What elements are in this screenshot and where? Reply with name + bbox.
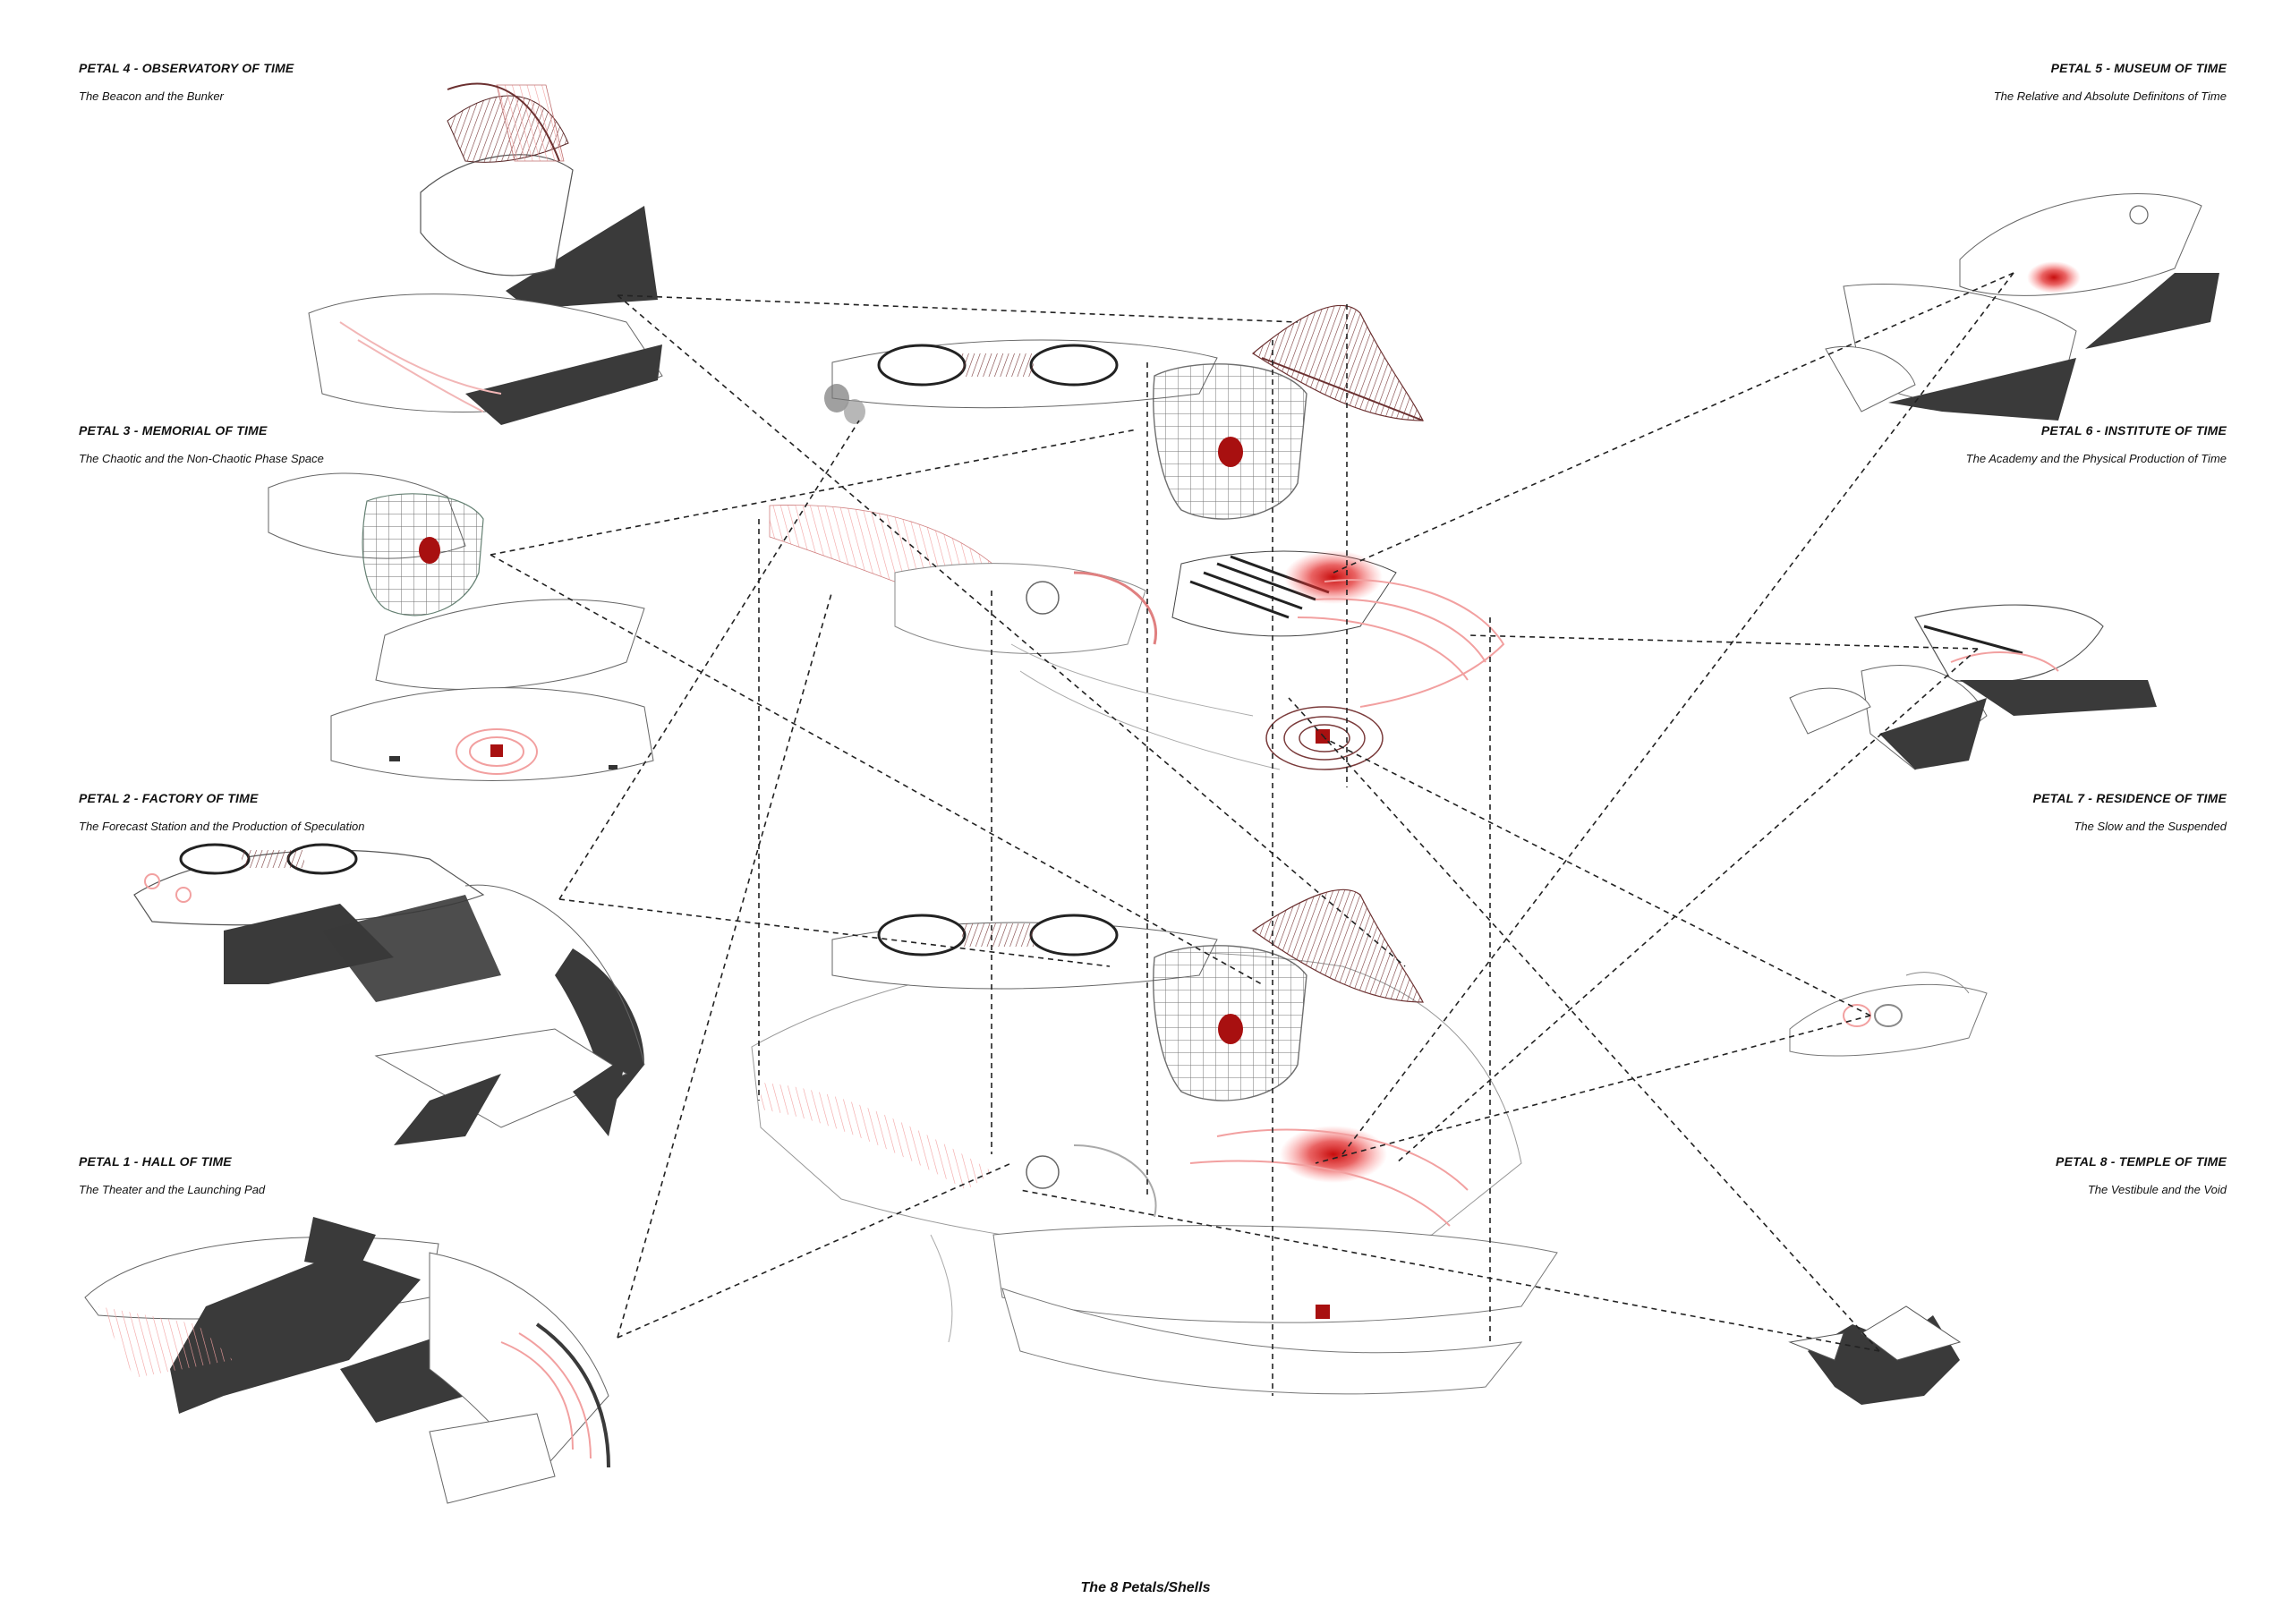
petal-1-title: PETAL 1 - HALL OF TIME (79, 1154, 232, 1169)
petal-6-drawing (1789, 604, 2157, 770)
petal-5-label: PETAL 5 - MUSEUM OF TIME The Relative an… (1994, 61, 2227, 103)
petal-5-subtitle: The Relative and Absolute Definitons of … (1993, 89, 2227, 103)
figure-caption: The 8 Petals/Shells (1080, 1580, 1211, 1595)
petal-3-title: PETAL 3 - MEMORIAL OF TIME (79, 423, 268, 438)
petal-2-label: PETAL 2 - FACTORY OF TIME The Forecast S… (79, 791, 364, 833)
petal-5-title: PETAL 5 - MUSEUM OF TIME (2050, 61, 2227, 75)
petal-2-drawing (133, 843, 645, 1145)
petal-6-label: PETAL 6 - INSTITUTE OF TIME The Academy … (1966, 423, 2227, 465)
petal-3-label: PETAL 3 - MEMORIAL OF TIME The Chaotic a… (79, 423, 324, 465)
vertical-dashed-lines (758, 304, 1491, 1396)
petal-8-label: PETAL 8 - TEMPLE OF TIME The Vestibule a… (2056, 1154, 2227, 1196)
petal-3-subtitle: The Chaotic and the Non-Chaotic Phase Sp… (79, 452, 324, 465)
petal-8-subtitle: The Vestibule and the Void (2087, 1183, 2227, 1196)
petal-2-title: PETAL 2 - FACTORY OF TIME (79, 791, 259, 805)
petal-7-drawing (1789, 972, 1988, 1057)
petal-1-label: PETAL 1 - HALL OF TIME The Theater and t… (79, 1154, 265, 1196)
petal-8-title: PETAL 8 - TEMPLE OF TIME (2056, 1154, 2227, 1169)
petal-4-label: PETAL 4 - OBSERVATORY OF TIME The Beacon… (79, 61, 294, 103)
petal-4-title: PETAL 4 - OBSERVATORY OF TIME (79, 61, 294, 75)
petal-6-subtitle: The Academy and the Physical Production … (1965, 452, 2227, 465)
petal-7-title: PETAL 7 - RESIDENCE OF TIME (2032, 791, 2227, 805)
petal-1-drawing (84, 1217, 610, 1504)
petal-1-subtitle: The Theater and the Launching Pad (79, 1183, 266, 1196)
petal-4-subtitle: The Beacon and the Bunker (79, 89, 224, 103)
central-assembly-upper (769, 304, 1505, 770)
petal-7-subtitle: The Slow and the Suspended (2074, 820, 2227, 833)
petal-2-subtitle: The Forecast Station and the Production … (79, 820, 365, 833)
petal-3-drawing (268, 472, 654, 781)
petal-8-drawing (1788, 1305, 1962, 1405)
petal-5-drawing (1825, 193, 2219, 421)
petal-6-title: PETAL 6 - INSTITUTE OF TIME (2040, 423, 2227, 438)
petal-4-drawing (308, 82, 663, 425)
leader-dashed-lines (490, 272, 2014, 1352)
petal-7-label: PETAL 7 - RESIDENCE OF TIME The Slow and… (2033, 791, 2227, 833)
central-assembly-lower (751, 889, 1558, 1395)
